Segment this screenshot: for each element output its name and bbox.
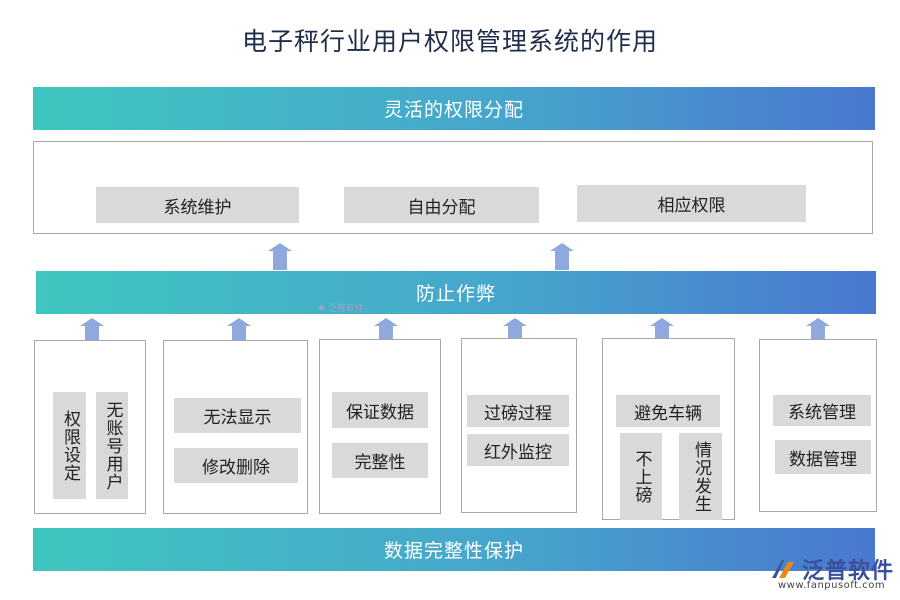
band-data-integrity-protection: 数据完整性保护 [33, 528, 875, 571]
chip-corresponding-permission: 相应权限 [577, 185, 806, 222]
chip-infrared-monitoring: 红外监控 [467, 434, 569, 466]
band-flexible-permission: 灵活的权限分配 [33, 87, 875, 130]
watermark-url: www.fanpusoft.com [778, 580, 886, 591]
chip-system-management: 系统管理 [773, 395, 871, 426]
chip-data-management: 数据管理 [775, 440, 871, 474]
page-title: 电子秤行业用户权限管理系统的作用 [241, 27, 658, 56]
chip-free-allocation: 自由分配 [344, 187, 539, 223]
watermark-logo: 泛普软件 [770, 553, 894, 585]
chip-ensure-data: 保证数据 [332, 392, 428, 428]
logo-icon: ◆ [318, 302, 325, 313]
chip-avoid-vehicles: 避免车辆 [616, 395, 720, 427]
vchip-not-on-scale: 不上磅 [620, 433, 662, 520]
band-prevent-cheating: 防止作弊 [36, 271, 876, 314]
chip-integrity: 完整性 [332, 443, 428, 478]
vchip-permission-setting: 权限设定 [53, 392, 86, 499]
chip-cannot-display: 无法显示 [174, 398, 301, 433]
chip-modify-delete: 修改删除 [174, 448, 298, 483]
column-permission-setting [34, 340, 146, 514]
chip-system-maintenance: 系统维护 [96, 187, 299, 223]
arrow-up-icon [550, 243, 574, 270]
chip-weighing-process: 过磅过程 [467, 395, 569, 427]
arrow-up-icon [268, 243, 292, 270]
watermark-small: ◆ 泛普软件 [318, 302, 364, 315]
brand-logo-icon [772, 560, 794, 578]
vchip-no-account-user: 无账号用户 [96, 392, 128, 499]
vchip-situation-occurs: 情况发生 [679, 433, 722, 520]
